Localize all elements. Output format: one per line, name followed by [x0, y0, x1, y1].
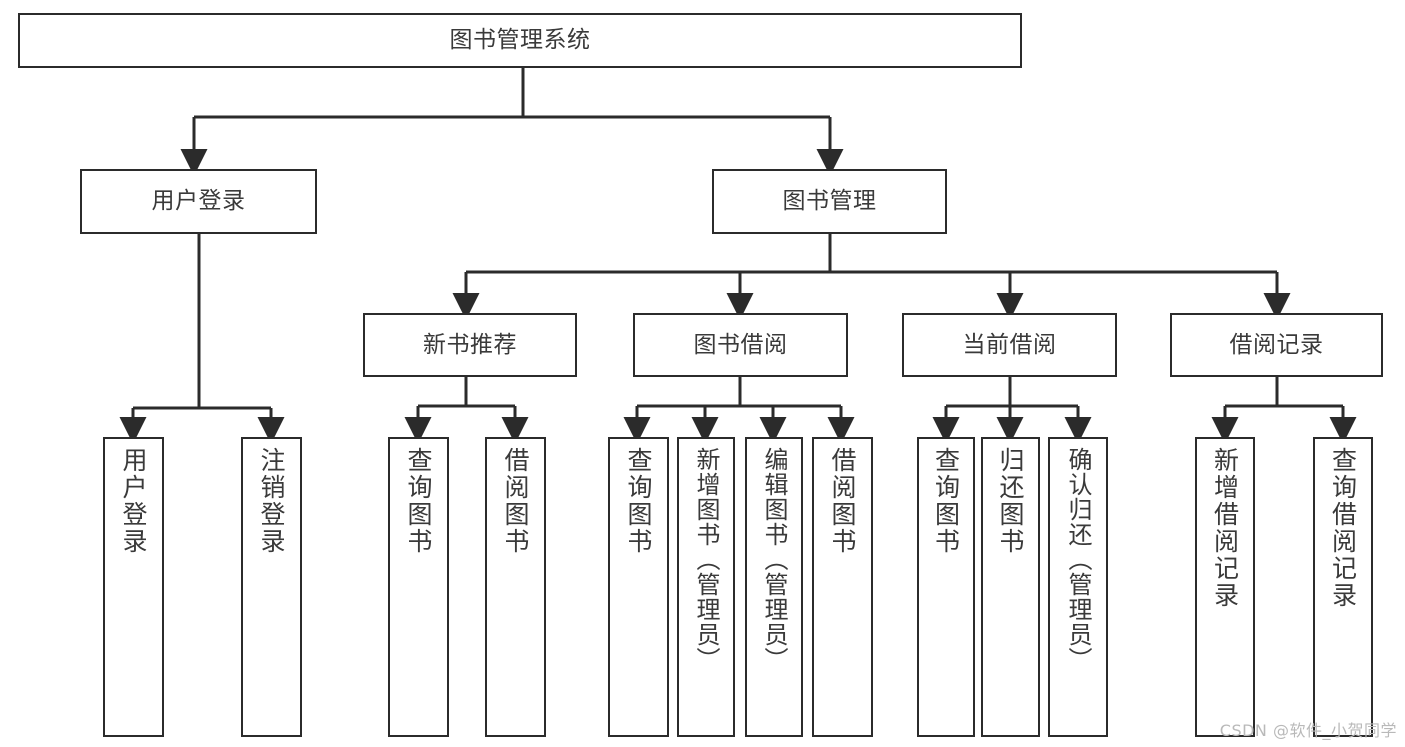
node-root-system[interactable]: 图书管理系统: [18, 13, 1022, 68]
csdn-watermark: CSDN @软件_小贺同学: [1219, 721, 1397, 740]
node-label: 借阅记录: [1229, 331, 1324, 358]
leaf-new-book-borrow[interactable]: 借阅图书: [485, 437, 546, 737]
node-label: 编辑图书（管理员）: [760, 447, 788, 672]
node-label: 新增借阅记录: [1210, 447, 1240, 609]
node-label: 用户登录: [151, 188, 246, 215]
node-label: 注销登录: [257, 447, 286, 555]
leaf-current-borrow-return[interactable]: 归还图书: [981, 437, 1040, 737]
leaf-user-login-login[interactable]: 用户登录: [103, 437, 164, 737]
node-label: 图书管理系统: [449, 27, 591, 54]
node-label: 查询图书: [931, 447, 961, 555]
node-label: 新增图书（管理员）: [692, 447, 720, 672]
node-label: 确认归还（管理员）: [1064, 447, 1092, 672]
node-label: 图书借阅: [693, 331, 788, 358]
leaf-borrow-record-add[interactable]: 新增借阅记录: [1195, 437, 1255, 737]
node-label: 图书管理: [782, 188, 877, 215]
node-book-borrow[interactable]: 图书借阅: [633, 313, 848, 377]
node-book-management[interactable]: 图书管理: [712, 169, 947, 234]
node-current-borrow[interactable]: 当前借阅: [902, 313, 1117, 377]
node-new-book-recommend[interactable]: 新书推荐: [363, 313, 577, 377]
leaf-book-borrow-edit[interactable]: 编辑图书（管理员）: [745, 437, 803, 737]
node-borrow-record[interactable]: 借阅记录: [1170, 313, 1383, 377]
node-user-login[interactable]: 用户登录: [80, 169, 317, 234]
leaf-user-login-logout[interactable]: 注销登录: [241, 437, 302, 737]
node-label: 查询借阅记录: [1328, 447, 1358, 609]
node-label: 查询图书: [404, 447, 433, 555]
leaf-book-borrow-borrow[interactable]: 借阅图书: [812, 437, 873, 737]
node-label: 查询图书: [624, 447, 653, 555]
leaf-new-book-query[interactable]: 查询图书: [388, 437, 449, 737]
leaf-book-borrow-add[interactable]: 新增图书（管理员）: [677, 437, 735, 737]
leaf-borrow-record-query[interactable]: 查询借阅记录: [1313, 437, 1373, 737]
node-label: 借阅图书: [828, 447, 857, 555]
leaf-current-borrow-query[interactable]: 查询图书: [917, 437, 975, 737]
node-label: 借阅图书: [501, 447, 530, 555]
leaf-book-borrow-query[interactable]: 查询图书: [608, 437, 669, 737]
node-label: 当前借阅: [962, 331, 1057, 358]
node-label: 新书推荐: [423, 331, 517, 358]
node-label: 归还图书: [996, 447, 1025, 555]
node-label: 用户登录: [119, 447, 148, 555]
leaf-current-borrow-confirm-return[interactable]: 确认归还（管理员）: [1048, 437, 1108, 737]
